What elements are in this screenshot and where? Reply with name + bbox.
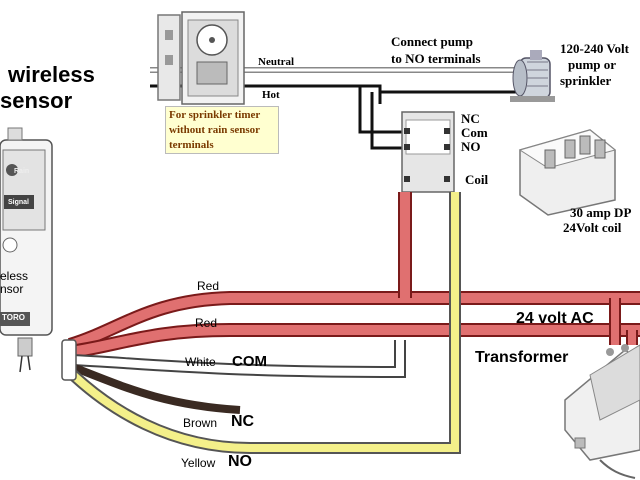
pump-label-line1: 120-240 Volt <box>560 41 629 56</box>
neutral-label: Neutral <box>258 56 295 68</box>
wire-tag-nc: NC <box>231 413 255 430</box>
relay-coil-label: Coil <box>465 172 489 187</box>
connect-note-line2: to NO terminals <box>391 51 481 66</box>
timer-note-box: For sprinkler timer without rain sensor … <box>165 106 279 154</box>
wireless-sensor-unit <box>0 127 53 373</box>
relay-terminal-no: NO <box>461 139 481 154</box>
wire-label-red1: Red <box>197 279 220 293</box>
relay-schematic <box>401 111 455 193</box>
sensor-device-line2: nsor <box>0 282 24 296</box>
relay-terminal-nc: NC <box>461 111 480 126</box>
sensor-brand-logo: TORO <box>2 313 25 322</box>
transformer-icon <box>564 344 640 479</box>
sensor-title-line2: sensor <box>0 88 73 113</box>
pump-motor-icon <box>510 50 555 102</box>
connect-note-line1: Connect pump <box>391 34 473 49</box>
pump-label-line2: pump or <box>568 57 617 72</box>
wire-label-white: White <box>185 355 216 369</box>
wire-label-yellow: Yellow <box>181 456 216 470</box>
sensor-signal-label: Signal <box>8 199 30 206</box>
sensor-title-line1: wireless <box>8 62 95 87</box>
sensor-device-line1: eless <box>0 269 29 283</box>
wire-tag-no: NO <box>228 453 252 470</box>
transformer-label: Transformer <box>475 349 569 366</box>
relay-label-line2: 24Volt coil <box>563 220 622 235</box>
relay-photo <box>518 129 617 216</box>
relay-terminal-com: Com <box>461 125 488 140</box>
wire-tag-com: COM <box>232 353 267 370</box>
timer-note-line2: without rain sensor <box>169 124 261 136</box>
voltage-label: 24 volt AC <box>516 310 594 327</box>
relay-label-line1: 30 amp DP <box>570 205 632 220</box>
timer-note-line1: For sprinkler timer <box>169 109 261 121</box>
sensor-rain-label: Rain <box>14 168 30 175</box>
wire-bundle <box>61 192 640 454</box>
wire-label-red2: Red <box>195 316 218 330</box>
pump-label-line3: sprinkler <box>560 73 612 88</box>
wire-label-brown: Brown <box>183 416 218 430</box>
sprinkler-timer <box>157 11 245 105</box>
timer-note-line3: terminals <box>169 139 214 151</box>
hot-label: Hot <box>262 89 280 101</box>
